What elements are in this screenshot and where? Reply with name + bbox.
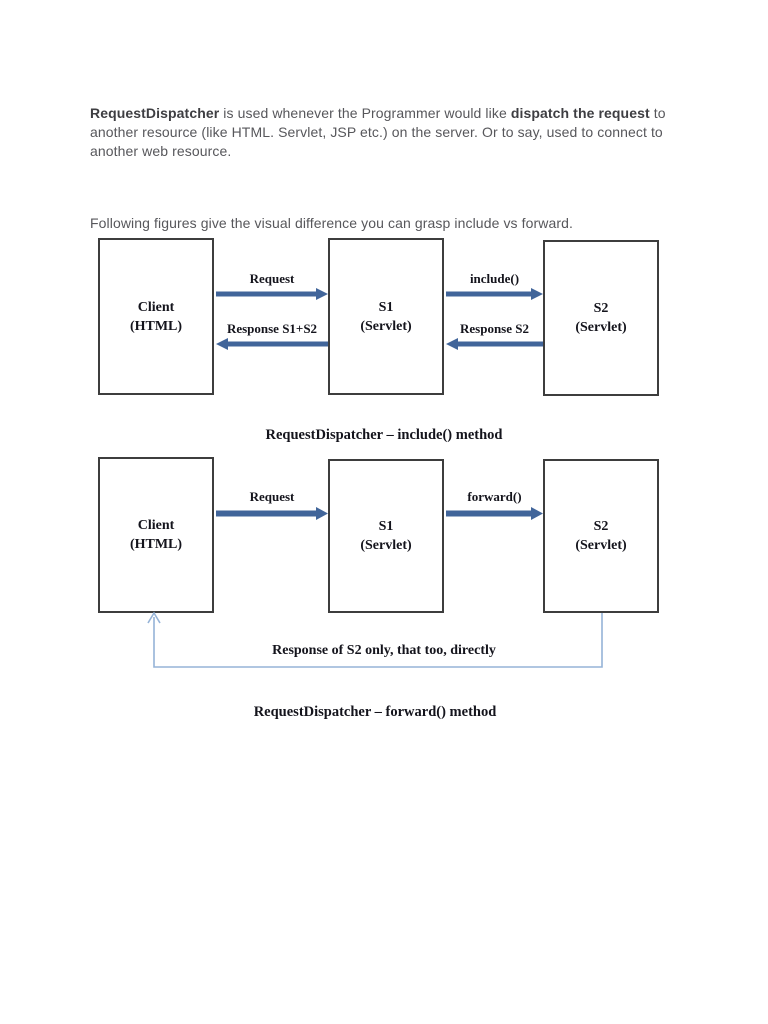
- request-arrow-label: Request: [249, 489, 295, 504]
- client-box-title: Client: [137, 299, 175, 315]
- s2-box-subtitle: (Servlet): [575, 538, 627, 553]
- response-note-label: Response of S2 only, that too, directly: [272, 643, 496, 658]
- s2-box-subtitle: (Servlet): [575, 320, 627, 335]
- s1-box-title: S1: [378, 519, 394, 534]
- include-diagram-s1-box: S1 (Servlet): [328, 238, 444, 395]
- intro-text-2: to another resource (like HTML. Servlet,…: [90, 105, 666, 159]
- s1-box-subtitle: (Servlet): [360, 538, 412, 553]
- right-arrow-icon: [216, 507, 328, 520]
- intro-bold-requestdispatcher: RequestDispatcher: [90, 105, 220, 121]
- response-s1s2-arrow-label: Response S1+S2: [226, 321, 318, 336]
- include-diagram-s2-box: S2 (Servlet): [543, 240, 659, 396]
- include-diagram-client-box: Client (HTML): [98, 238, 214, 395]
- right-arrow-icon: [446, 507, 543, 520]
- include-arrow-label: include(): [469, 271, 520, 286]
- intro-paragraph: RequestDispatcher is used whenever the P…: [90, 104, 670, 161]
- forward-diagram-client-box: Client (HTML): [98, 457, 214, 613]
- intro-text-1: is used whenever the Programmer would li…: [219, 105, 511, 121]
- lead-sentence: Following figures give the visual differ…: [90, 215, 574, 231]
- right-arrow-icon: [446, 288, 543, 300]
- forward-diagram-s1-box: S1 (Servlet): [328, 459, 444, 613]
- forward-arrow-label: forward(): [467, 489, 522, 504]
- s1-box-subtitle: (Servlet): [360, 318, 412, 334]
- left-arrow-icon: [216, 338, 328, 350]
- client-box-subtitle: (HTML): [129, 537, 183, 552]
- forward-diagram-caption: RequestDispatcher – forward() method: [253, 704, 497, 720]
- s2-box-title: S2: [593, 301, 609, 316]
- right-arrow-icon: [216, 288, 328, 300]
- forward-diagram-s2-box: S2 (Servlet): [543, 459, 659, 613]
- client-box-title: Client: [137, 518, 175, 533]
- intro-bold-dispatch: dispatch the request: [510, 105, 650, 121]
- s2-box-title: S2: [593, 519, 609, 534]
- request-arrow-label: Request: [249, 271, 295, 286]
- response-s2-arrow-label: Response S2: [460, 321, 529, 336]
- s1-box-title: S1: [378, 299, 394, 315]
- left-arrow-icon: [446, 338, 543, 350]
- response-feedback-line: [147, 611, 603, 668]
- include-diagram-caption: RequestDispatcher – include() method: [265, 427, 503, 443]
- client-box-subtitle: (HTML): [129, 318, 183, 334]
